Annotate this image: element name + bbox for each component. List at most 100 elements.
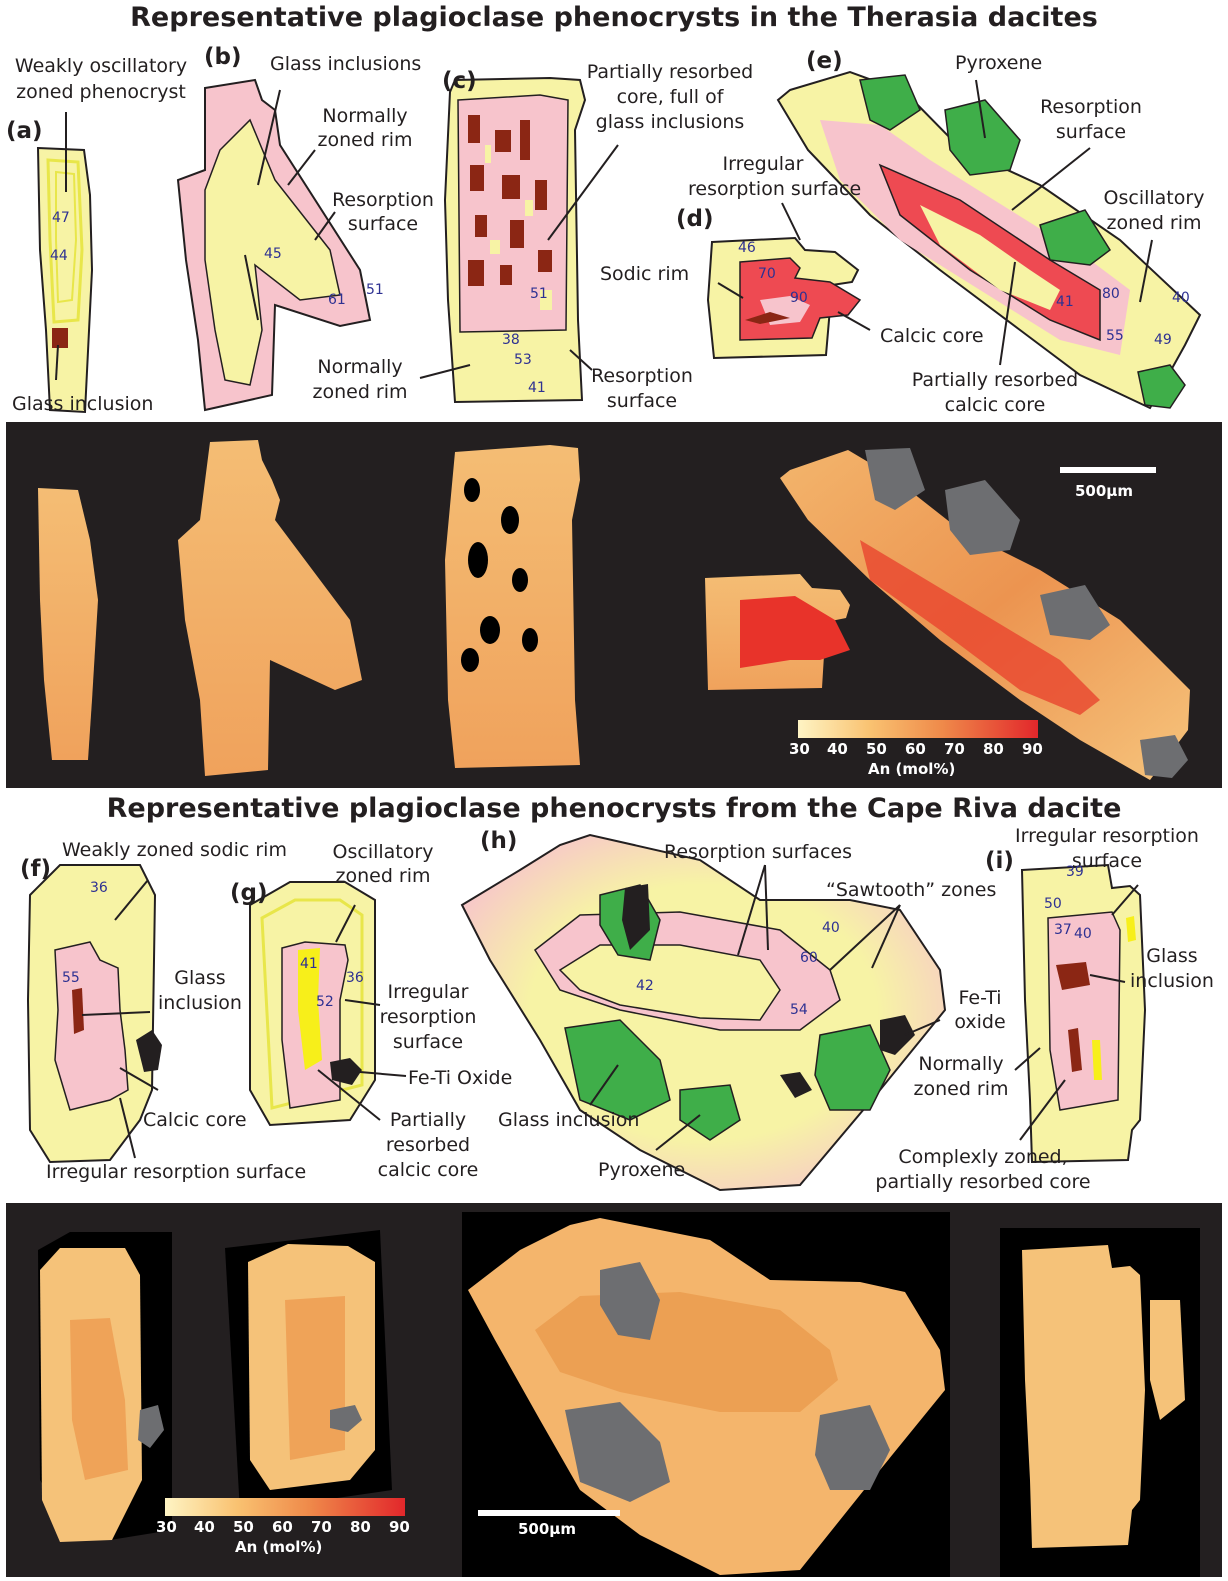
label-g-partial-1: Partially bbox=[370, 1108, 486, 1133]
label-c-partial-2: core, full of bbox=[570, 85, 770, 110]
label-d-irregular-1: Irregular bbox=[688, 152, 838, 177]
cbar-bottom-label: An (mol%) bbox=[235, 1538, 322, 1556]
cbar-top-tick-40: 40 bbox=[827, 740, 848, 758]
label-f-calcic: Calcic core bbox=[143, 1108, 247, 1133]
point-b3: 51 bbox=[366, 282, 384, 298]
point-c2: 38 bbox=[502, 332, 520, 348]
label-d-sodic: Sodic rim bbox=[600, 262, 689, 287]
label-c-resorption-2: surface bbox=[586, 389, 698, 414]
label-d-irregular-2: resorption surface bbox=[688, 177, 838, 202]
cbar-bottom-tick-30: 30 bbox=[156, 1518, 177, 1536]
label-d-calcic: Calcic core bbox=[880, 324, 984, 349]
label-i-complex-1: Complexly zoned, bbox=[868, 1145, 1098, 1170]
point-i2: 50 bbox=[1044, 896, 1062, 912]
label-b-resorption-1: Resorption bbox=[328, 188, 438, 213]
label-e-partial-2: calcic core bbox=[900, 393, 1090, 418]
point-d1: 46 bbox=[738, 240, 756, 256]
panel-label-h: (h) bbox=[480, 828, 517, 854]
point-f1: 36 bbox=[90, 880, 108, 896]
label-g-partial-2: resorbed bbox=[370, 1133, 486, 1158]
point-c4: 41 bbox=[528, 380, 546, 396]
label-i-complex-2: partially resorbed core bbox=[868, 1170, 1098, 1195]
label-e-oscillatory-1: Oscillatory bbox=[1098, 186, 1210, 211]
point-e4: 55 bbox=[1106, 328, 1124, 344]
cbar-top-tick-70: 70 bbox=[944, 740, 965, 758]
label-h-feti-2: oxide bbox=[940, 1010, 1020, 1035]
cbar-bottom-tick-90: 90 bbox=[389, 1518, 410, 1536]
scale-bar-bottom-label: 500µm bbox=[518, 1520, 576, 1538]
label-b-glass: Glass inclusions bbox=[270, 52, 421, 77]
point-b1: 45 bbox=[264, 246, 282, 262]
panel-label-e: (e) bbox=[806, 48, 843, 74]
label-h-pyroxene: Pyroxene bbox=[598, 1158, 685, 1183]
label-i-glass-1: Glass bbox=[1122, 944, 1222, 969]
colorbar-top bbox=[798, 720, 1038, 738]
cbar-top-tick-80: 80 bbox=[983, 740, 1004, 758]
label-g-oscillatory-2: zoned rim bbox=[328, 864, 438, 889]
label-c-normally-2: zoned rim bbox=[300, 380, 420, 405]
cbar-bottom-tick-50: 50 bbox=[233, 1518, 254, 1536]
cbar-bottom-tick-40: 40 bbox=[194, 1518, 215, 1536]
point-h4: 54 bbox=[790, 1002, 808, 1018]
scale-bar-top bbox=[1060, 467, 1156, 473]
point-a1: 47 bbox=[52, 210, 70, 226]
scale-bar-top-label: 500µm bbox=[1075, 482, 1133, 500]
point-f2: 55 bbox=[62, 970, 80, 986]
label-h-normally-2: zoned rim bbox=[906, 1077, 1016, 1102]
cbar-top-tick-60: 60 bbox=[905, 740, 926, 758]
point-c3: 53 bbox=[514, 352, 532, 368]
label-g-irregular-2: resorption bbox=[378, 1005, 478, 1030]
label-g-irregular-3: surface bbox=[378, 1030, 478, 1055]
cbar-top-tick-90: 90 bbox=[1022, 740, 1043, 758]
label-e-pyroxene: Pyroxene bbox=[955, 51, 1042, 76]
point-g3: 52 bbox=[316, 994, 334, 1010]
label-b-normally-2: zoned rim bbox=[310, 128, 420, 153]
label-f-irregular: Irregular resorption surface bbox=[46, 1160, 306, 1185]
label-i-glass-2: inclusion bbox=[1122, 969, 1222, 994]
cbar-bottom-tick-60: 60 bbox=[272, 1518, 293, 1536]
panel-label-f: (f) bbox=[20, 856, 51, 882]
label-h-sawtooth: “Sawtooth” zones bbox=[826, 878, 996, 903]
point-h1: 40 bbox=[822, 920, 840, 936]
point-a2: 44 bbox=[50, 248, 68, 264]
panel-label-g: (g) bbox=[230, 880, 268, 906]
label-a-weakly-1: Weakly oscillatory bbox=[6, 54, 196, 79]
label-g-oscillatory-1: Oscillatory bbox=[328, 840, 438, 865]
label-a-weakly-2: zoned phenocryst bbox=[6, 80, 196, 105]
label-f-weakly: Weakly zoned sodic rim bbox=[62, 838, 287, 863]
label-i-irregular-2: surface bbox=[1002, 849, 1212, 874]
cbar-bottom-tick-70: 70 bbox=[311, 1518, 332, 1536]
point-e5: 49 bbox=[1154, 332, 1172, 348]
label-h-feti-1: Fe-Ti bbox=[940, 986, 1020, 1011]
colorbar-bottom bbox=[165, 1498, 405, 1516]
panel-label-a: (a) bbox=[6, 118, 43, 144]
label-c-resorption-1: Resorption bbox=[586, 364, 698, 389]
label-g-partial-3: calcic core bbox=[370, 1158, 486, 1183]
label-b-resorption-2: surface bbox=[328, 212, 438, 237]
point-e3: 40 bbox=[1172, 290, 1190, 306]
point-i4: 40 bbox=[1074, 926, 1092, 942]
label-g-irregular-1: Irregular bbox=[378, 980, 478, 1005]
point-i3: 37 bbox=[1054, 922, 1072, 938]
label-f-glass-2: inclusion bbox=[150, 991, 250, 1016]
crystal-i bbox=[1022, 865, 1145, 1162]
label-b-normally-1: Normally bbox=[310, 104, 420, 129]
point-g2: 36 bbox=[346, 970, 364, 986]
point-c1: 51 bbox=[530, 286, 548, 302]
label-c-normally-1: Normally bbox=[300, 355, 420, 380]
point-e2: 80 bbox=[1102, 286, 1120, 302]
cbar-top-label: An (mol%) bbox=[868, 760, 955, 778]
point-b2: 61 bbox=[328, 292, 346, 308]
point-d2: 70 bbox=[758, 266, 776, 282]
panel-label-b: (b) bbox=[204, 44, 242, 70]
label-e-resorption-1: Resorption bbox=[1036, 95, 1146, 120]
label-h-glass: Glass inclusion bbox=[498, 1108, 639, 1133]
point-d3: 90 bbox=[790, 290, 808, 306]
label-c-partial-3: glass inclusions bbox=[570, 110, 770, 135]
label-e-oscillatory-2: zoned rim bbox=[1098, 211, 1210, 236]
point-e1: 41 bbox=[1056, 294, 1074, 310]
crystal-d bbox=[708, 238, 860, 358]
label-c-partial-1: Partially resorbed bbox=[570, 60, 770, 85]
label-f-glass-1: Glass bbox=[150, 966, 250, 991]
cbar-bottom-tick-80: 80 bbox=[350, 1518, 371, 1536]
